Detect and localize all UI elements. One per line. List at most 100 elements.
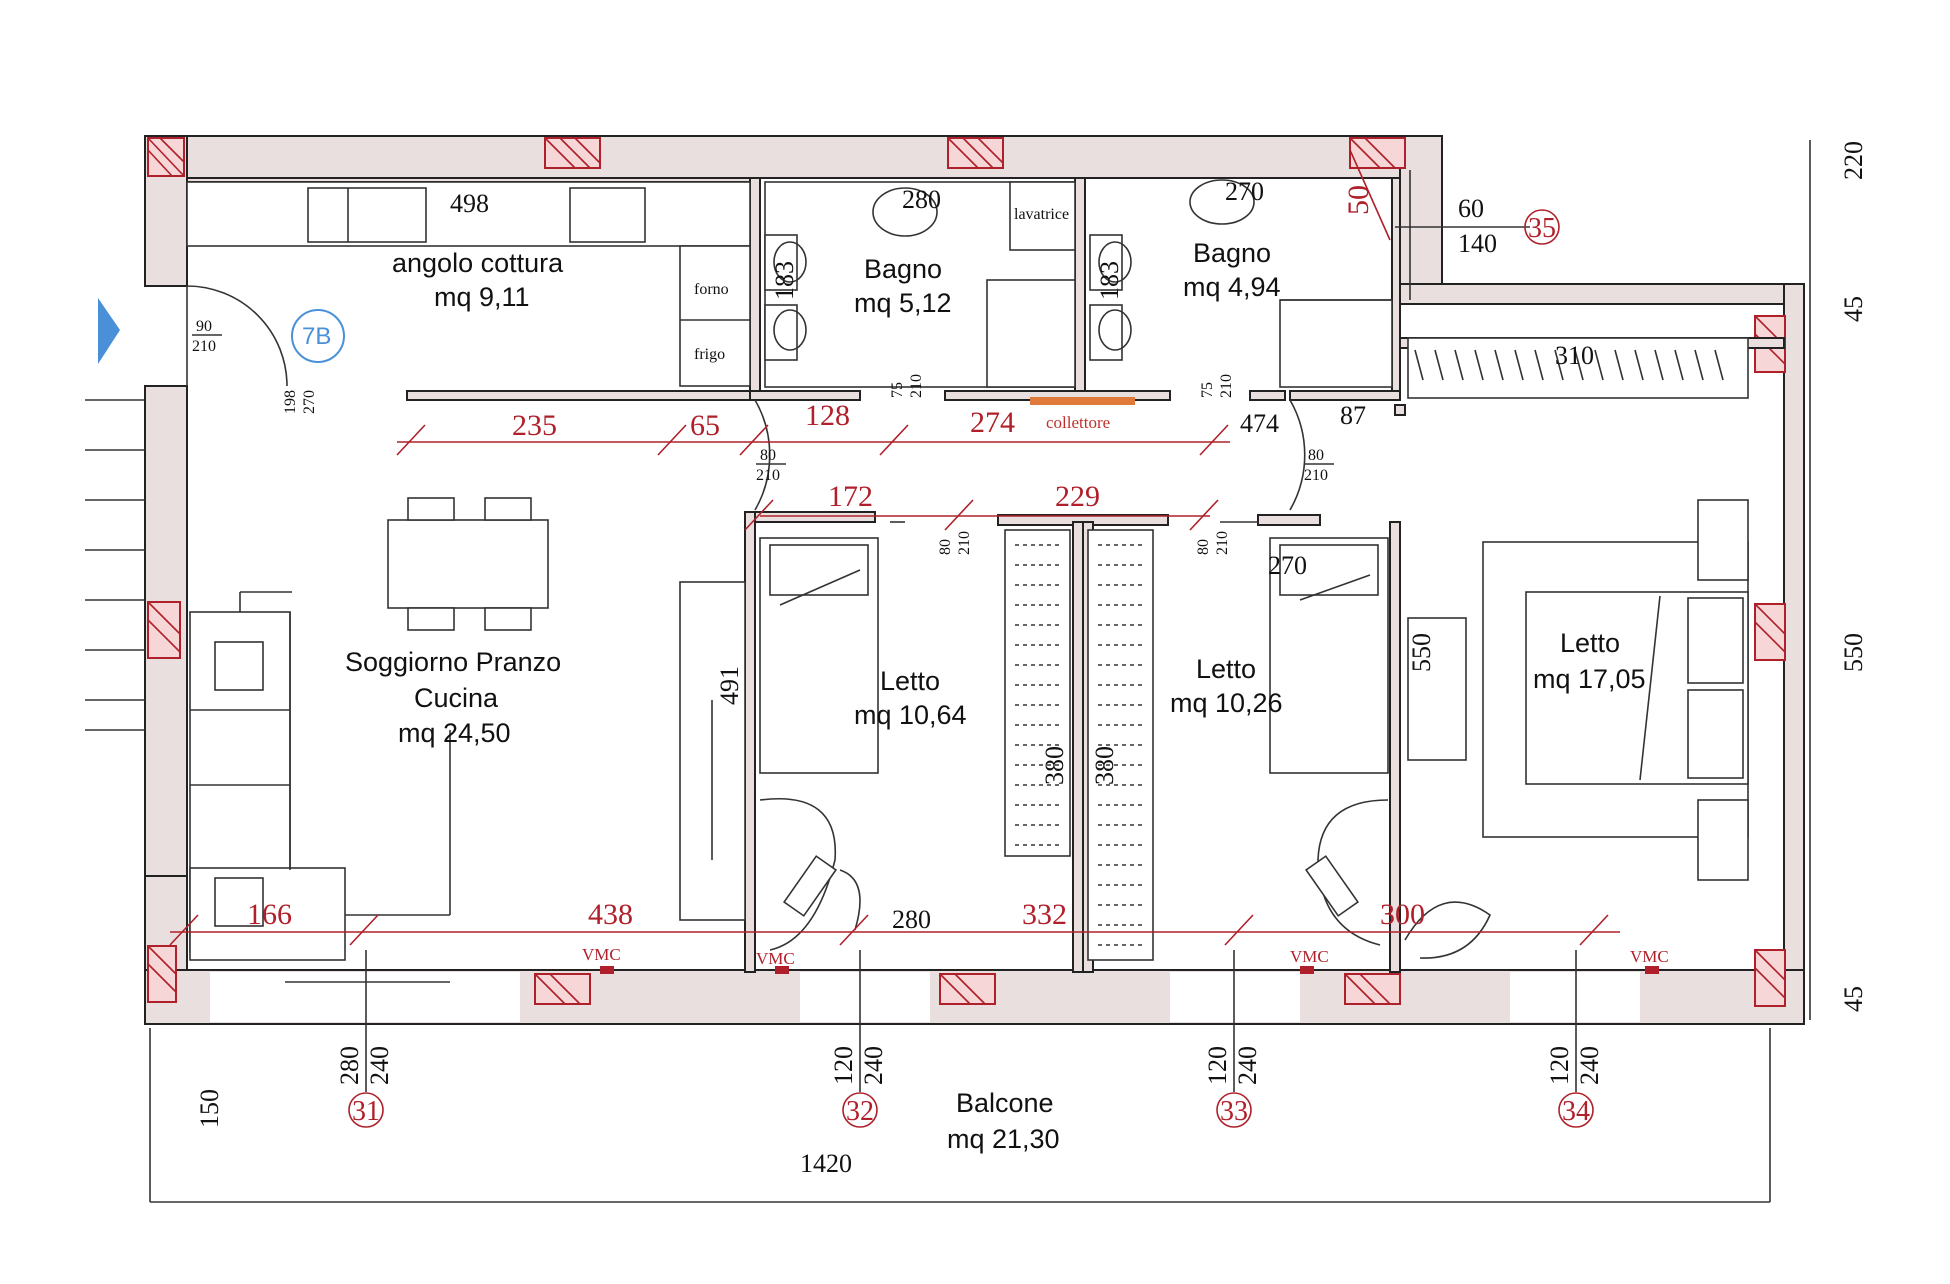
dim-tv-unit: 491: [715, 666, 744, 705]
living-area: mq 24,50: [398, 718, 511, 748]
entrance: [85, 285, 288, 731]
win-33-b: 240: [1233, 1046, 1262, 1085]
window-marker-32: 32: [846, 1096, 874, 1127]
opening-labels: 90 210 198 270 75 210 75 210 80 210 80 2…: [192, 318, 1334, 555]
living-name-1: Soggiorno Pranzo: [345, 647, 561, 677]
wardrobe-top: 310: [1407, 337, 1749, 399]
collector-bar: [1030, 397, 1135, 405]
dining-table: [387, 519, 549, 609]
dim-kitchen-width: 498: [450, 189, 489, 218]
vmc-label-3: VMC: [1290, 947, 1329, 966]
dim-438: 438: [588, 898, 633, 931]
dim-shaft: 50: [1342, 185, 1375, 215]
bed1-name: Letto: [880, 666, 940, 696]
win-34-a: 120: [1545, 1046, 1574, 1085]
vmc-label-2: VMC: [756, 949, 795, 968]
bath2-area: mq 4,94: [1183, 272, 1281, 302]
win-33-a: 120: [1203, 1046, 1232, 1085]
dim-229: 229: [1055, 480, 1100, 513]
cooktop-icon: [569, 187, 646, 243]
dim-474: 474: [1240, 409, 1279, 438]
sink-icon: [1189, 179, 1255, 225]
win-31-b: 240: [365, 1046, 394, 1085]
bath1-area: mq 5,12: [854, 288, 952, 318]
dim-235: 235: [512, 409, 557, 442]
dim-280-bottom: 280: [892, 905, 931, 934]
entrance-arrow-icon: [98, 298, 120, 364]
opening-bed1-w: 80: [760, 447, 776, 464]
dim-bath2-wc: 183: [1095, 261, 1124, 300]
opening-bath1-h: 210: [908, 374, 925, 398]
dim-bed2-width: 270: [1268, 551, 1307, 580]
bath2-name: Bagno: [1193, 238, 1271, 268]
opening-bed3-h: 210: [1304, 467, 1328, 484]
dim-wardrobe-b: 380: [1090, 746, 1119, 785]
opening-entry-h: 210: [192, 338, 216, 355]
win-34-b: 240: [1575, 1046, 1604, 1085]
balcony: 150 1420: [149, 1028, 1771, 1203]
dim-right-45-bottom: 45: [1839, 986, 1868, 1012]
opening-bed3-w: 80: [1308, 447, 1324, 464]
red-dimension-lines: 235 65 128 274 172 229 166 438 332 300: [169, 399, 1620, 946]
dim-wardrobe-a: 380: [1040, 746, 1069, 785]
opening-bath1-w: 75: [889, 382, 906, 398]
oven-label: forno: [694, 281, 729, 298]
dim-right-45-top: 45: [1839, 296, 1868, 322]
opening-bath2-w: 75: [1199, 382, 1216, 398]
fridge-label: frigo: [694, 346, 725, 363]
dim-172: 172: [828, 480, 873, 513]
dim-300: 300: [1380, 898, 1425, 931]
window-markers: 31 32 33 34 35: [348, 209, 1594, 1128]
bathroom-2-fixtures: 270 183 50: [1089, 149, 1393, 388]
sink-icon: [872, 187, 938, 237]
room-labels: angolo cottura mq 9,11 Bagno mq 5,12 Bag…: [345, 238, 1646, 1154]
dim-right-220: 220: [1839, 141, 1868, 180]
win-32-b: 240: [859, 1046, 888, 1085]
unit-code: 7B: [302, 323, 331, 350]
living-name-2: Cucina: [414, 683, 499, 713]
win-31-a: 280: [335, 1046, 364, 1085]
opening-bed1b-w: 80: [937, 539, 954, 555]
opening-bath2-h: 210: [1218, 374, 1235, 398]
dim-balcony-length: 1420: [800, 1149, 852, 1178]
bed3-area: mq 17,05: [1533, 664, 1646, 694]
collector-label: collettore: [1046, 413, 1110, 432]
bath1-name: Bagno: [864, 254, 942, 284]
dim-166: 166: [247, 898, 292, 931]
balcony-area: mq 21,30: [947, 1124, 1060, 1154]
dim-332: 332: [1022, 898, 1067, 931]
vmc-label-4: VMC: [1630, 947, 1669, 966]
unit-badge: 7B: [291, 309, 345, 363]
kitchen-counter: forno frigo 498: [186, 181, 751, 387]
dim-140: 140: [1458, 229, 1497, 258]
opening-bed1b-h: 210: [956, 531, 973, 555]
opening-bed1-h: 210: [756, 467, 780, 484]
bedroom-1-furniture: [759, 537, 879, 951]
win-32-a: 120: [829, 1046, 858, 1085]
opening-living-w: 198: [282, 390, 299, 414]
keyboard-icon: [782, 855, 838, 917]
window-marker-33: 33: [1220, 1096, 1248, 1127]
kitchen-name: angolo cottura: [392, 248, 564, 278]
right-dimensions: 220 45 550 45: [1809, 140, 1868, 1020]
window-marker-35: 35: [1528, 213, 1556, 244]
dim-bath1-width: 280: [902, 185, 941, 214]
dim-87: 87: [1340, 401, 1366, 430]
vmc-vents: VMC VMC VMC VMC: [582, 945, 1669, 974]
washer-label: lavatrice: [1014, 206, 1069, 223]
dim-65: 65: [690, 409, 720, 442]
bed2-area: mq 10,26: [1170, 688, 1283, 718]
opening-bed2-h: 210: [1214, 531, 1231, 555]
balcony-name: Balcone: [956, 1088, 1054, 1118]
kitchen-area: mq 9,11: [434, 282, 530, 312]
opening-entry-w: 90: [196, 318, 212, 335]
dim-bath2-width: 270: [1225, 177, 1264, 206]
wardrobes-middle: 380 380: [1004, 529, 1154, 961]
opening-bed2-w: 80: [1195, 539, 1212, 555]
sink-icon: [307, 187, 427, 243]
window-marker-31: 31: [352, 1096, 380, 1127]
dim-right-550: 550: [1839, 633, 1868, 672]
bed2-name: Letto: [1196, 654, 1256, 684]
dim-60: 60: [1458, 194, 1484, 223]
